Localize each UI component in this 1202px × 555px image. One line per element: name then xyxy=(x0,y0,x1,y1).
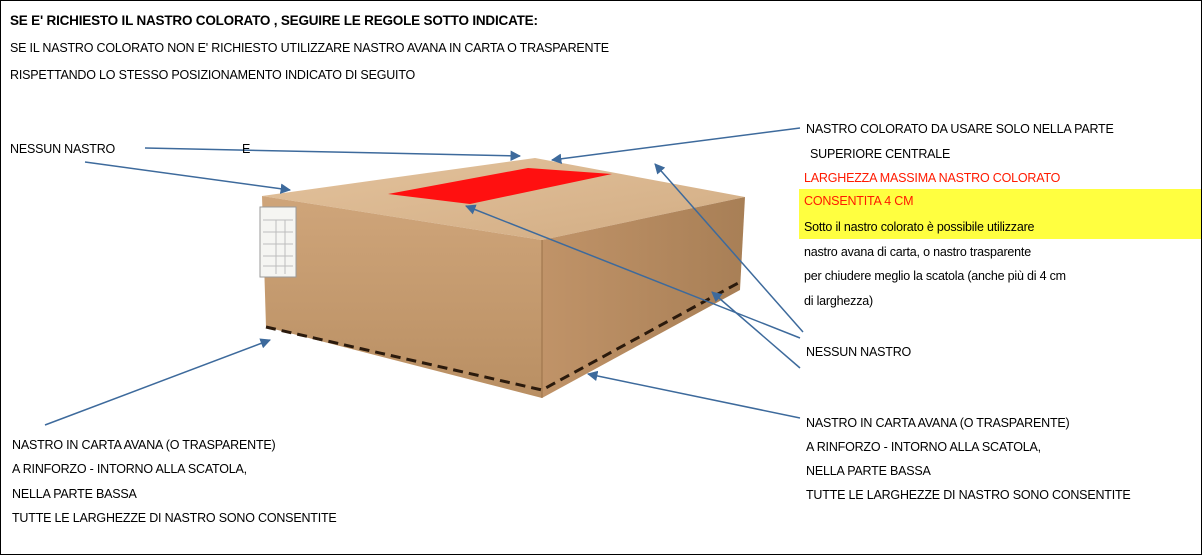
warning-line-2: CONSENTITA 4 CM xyxy=(804,194,914,208)
arrow-nessun-right-1 xyxy=(654,163,804,333)
box-top-face xyxy=(262,158,745,240)
header-title: SE E' RICHIESTO IL NASTRO COLORATO , SEG… xyxy=(10,13,538,28)
red-tape xyxy=(388,168,612,204)
bottom-left-line-2: A RINFORZO - INTORNO ALLA SCATOLA, xyxy=(12,462,247,476)
arrow-bottom-right xyxy=(586,370,801,419)
arrow-nessun-right-2 xyxy=(465,204,801,339)
bottom-tape-dashes xyxy=(265,280,741,392)
warning-line-1: LARGHEZZA MASSIMA NASTRO COLORATO xyxy=(804,171,1061,185)
label-stray-e: E xyxy=(242,142,251,156)
header-line-2: SE IL NASTRO COLORATO NON E' RICHIESTO U… xyxy=(10,41,609,55)
label-nessun-nastro-left: NESSUN NASTRO xyxy=(10,142,116,156)
note-line-4: di larghezza) xyxy=(804,294,873,308)
arrow-nessun-left-1 xyxy=(144,147,522,162)
label-colorato-line-1: NASTRO COLORATO DA USARE SOLO NELLA PART… xyxy=(806,122,1114,136)
box-front-face xyxy=(262,196,542,398)
note-line-3: per chiudere meglio la scatola (anche pi… xyxy=(804,269,1066,283)
label-colorato-line-2: SUPERIORE CENTRALE xyxy=(810,147,951,161)
bottom-right-line-3: NELLA PARTE BASSA xyxy=(806,464,931,478)
note-line-1: Sotto il nastro colorato è possibile uti… xyxy=(804,220,1035,234)
arrow-colorato xyxy=(550,127,801,164)
bottom-left-line-1: NASTRO IN CARTA AVANA (O TRASPARENTE) xyxy=(12,438,276,452)
note-line-2: nastro avana di carta, o nastro traspare… xyxy=(804,245,1031,259)
bottom-right-line-1: NASTRO IN CARTA AVANA (O TRASPARENTE) xyxy=(806,416,1070,430)
warning-highlight xyxy=(799,189,1201,239)
arrow-nessun-right-3 xyxy=(711,291,801,369)
arrow-bottom-left xyxy=(44,338,271,426)
bottom-right-line-4: TUTTE LE LARGHEZZE DI NASTRO SONO CONSEN… xyxy=(806,488,1131,502)
header-line-3: RISPETTANDO LO STESSO POSIZIONAMENTO IND… xyxy=(10,68,416,82)
arrow-nessun-left-2 xyxy=(84,161,292,194)
label-nessun-nastro-right: NESSUN NASTRO xyxy=(806,345,912,359)
bottom-left-line-3: NELLA PARTE BASSA xyxy=(12,487,137,501)
bottom-right-line-2: A RINFORZO - INTORNO ALLA SCATOLA, xyxy=(806,440,1041,454)
box-side-face xyxy=(542,197,745,398)
shipping-label xyxy=(259,206,297,278)
bottom-left-line-4: TUTTE LE LARGHEZZE DI NASTRO SONO CONSEN… xyxy=(12,511,337,525)
